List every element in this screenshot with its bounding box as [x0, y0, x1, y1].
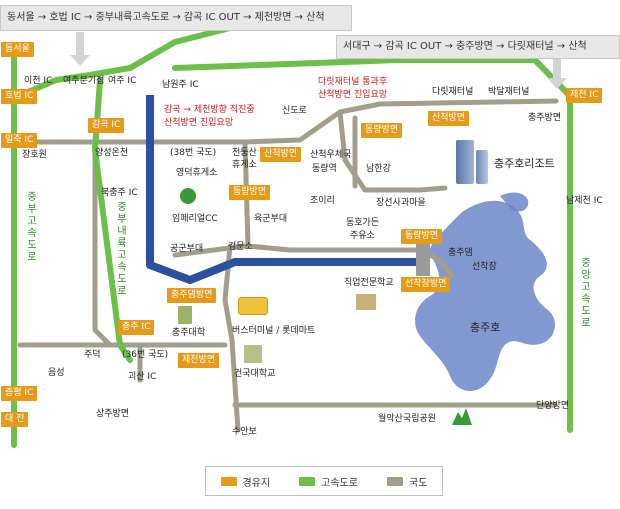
school-building-icon [178, 306, 192, 324]
label-sancheok-post-2: 동량역 [312, 164, 337, 174]
label-jikeop: 직업전문학교 [344, 278, 394, 288]
legend-waypoint-label: 경유지 [242, 477, 271, 489]
label-danyang-dir: 단양방면 [536, 401, 570, 411]
label-yeoju-jc: 여주분기점 [63, 76, 105, 86]
badge-gamgok-ic: 감곡 IC [88, 118, 125, 133]
label-chungjuho: 충주호 [470, 321, 501, 334]
label-bus-terminal: 버스터미널 / 롯데마트 [232, 326, 316, 336]
label-janggeon: 장선사과마을 [376, 198, 426, 208]
label-yeongdeok: 영덕휴게소 [176, 168, 218, 178]
legend-expressway-label: 고속도로 [321, 477, 358, 489]
badge-jecheon-ic: 제천 IC [566, 88, 603, 103]
label-konkuk: 건국대학교 [234, 369, 276, 379]
route-arrow-right [547, 58, 567, 89]
label-imperial-cc: 임페리얼CC [172, 214, 218, 224]
label-route36: (36번 국도) [122, 350, 169, 360]
label-yangseong: 양성온천 [95, 148, 129, 158]
chungju-lake-arm [500, 192, 529, 212]
badge-jeungpyeong-ic: 증평 IC [1, 386, 38, 401]
legend-expressway-swatch [299, 476, 316, 486]
national-roads [15, 98, 559, 433]
university-building-icon [244, 345, 262, 363]
label-eumseong: 음성 [48, 368, 65, 378]
label-chungjudam: 충주댐 [448, 248, 473, 258]
label-dariljae: 다릿재터널 [432, 87, 474, 97]
label-woraksan: 월악산국립공원 [378, 414, 436, 424]
label-chungju-dir: 충주방면 [528, 113, 562, 123]
badge-hobeop-ic: 호법 IC [1, 89, 38, 104]
legend: 경유지 고속도로 국도 [205, 466, 443, 496]
expressways [11, 25, 573, 448]
label-bakdal: 박달재터널 [488, 87, 530, 97]
label-geommun: 검문소 [228, 242, 253, 252]
note-gamgok-2: 산척방면 진입요망 [164, 118, 234, 128]
note-dariljae-1: 다릿재터널 통과후 [318, 77, 388, 87]
label-goesan-ic: 괴산 IC [128, 372, 157, 382]
label-icheon-ic: 이천 IC [24, 76, 53, 86]
label-dongho-1: 동호가든 [346, 218, 380, 228]
label-joiri: 조이리 [310, 196, 335, 206]
label-gonggun: 공군부대 [170, 244, 204, 254]
highlight-route [146, 95, 418, 284]
badge-sancheok-dir-2: 산척방면 [260, 147, 302, 162]
badge-jecheon-dir: 제천방면 [178, 353, 220, 368]
label-namjecheon-ic: 남제천 IC [566, 196, 603, 206]
badge-chungjudam-dir: 충주댐방면 [167, 288, 217, 303]
label-jangho: 장호원 [22, 150, 47, 160]
resort-tower-icon [476, 150, 488, 184]
vocational-school-icon [356, 294, 376, 310]
resort-building-icon [456, 140, 474, 184]
label-jungang-expressway: 중앙고속도로 [581, 258, 591, 329]
note-gamgok-1: 감곡 → 제천방향 직진중 [164, 105, 255, 115]
tree-icon [180, 188, 196, 204]
mountain-icon [452, 408, 472, 425]
label-yeoju-ic: 여주 IC [108, 76, 137, 86]
label-sancheok-post-1: 산척우체국 [310, 150, 352, 160]
label-jungbu-naeryuk-expressway: 중부내륙고속도로 [117, 202, 127, 297]
badge-dongryang-dir-3: 동량방면 [401, 229, 443, 244]
label-cheondeung-2: 휴게소 [232, 160, 257, 170]
badge-dongseoul: 동서울 [1, 42, 34, 57]
label-sangju-dir: 상주방면 [96, 409, 130, 419]
label-yukgun: 육군부대 [254, 214, 288, 224]
note-dariljae-2: 산척방면 진입요망 [318, 90, 388, 100]
label-namhangang: 남한강 [366, 164, 391, 174]
badge-daejeon: 대 전 [1, 412, 29, 427]
legend-expressway: 고속도로 [299, 474, 358, 489]
route-arrow-left [70, 32, 90, 66]
badge-sancheok-dir: 산척방면 [428, 111, 470, 126]
bus-icon [238, 297, 268, 315]
label-dongho-2: 주유소 [350, 231, 375, 241]
label-chungju-univ: 충주대학 [172, 328, 206, 338]
label-bukchungju-ic: 북충주 IC [101, 188, 138, 198]
route-box-daegu: 서대구 → 감곡 IC OUT → 충주방면 → 다릿재터널 → 산척 [336, 35, 620, 59]
badge-dongryang-dir: 동량방면 [361, 123, 403, 138]
route-box-seoul: 동서울 → 호법 IC → 중부내륙고속도로 → 감곡 IC OUT → 제천방… [0, 5, 352, 31]
label-route38: (38번 국도) [170, 148, 217, 158]
label-resort: 충주호리조트 [494, 157, 555, 170]
label-jungbu-expressway: 중부고속도로 [27, 192, 37, 263]
chungju-lake [415, 200, 555, 391]
badge-ilju-ic: 일죽 IC [1, 133, 38, 148]
legend-national-road: 국도 [387, 474, 427, 489]
badge-chungju-ic: 충주 IC [118, 320, 155, 335]
label-namwonju-ic: 남원주 IC [162, 80, 199, 90]
badge-seonchak-dir: 선착장방면 [401, 277, 451, 292]
legend-waypoint-swatch [220, 476, 237, 486]
label-seonchakjang: 선착장 [472, 262, 497, 272]
legend-waypoint: 경유지 [220, 474, 271, 489]
label-judeok: 주덕 [84, 350, 101, 360]
badge-dongryang-dir-2: 동량방면 [229, 185, 271, 200]
label-cheondeung-1: 천둥산 [232, 148, 257, 158]
legend-national-road-swatch [387, 476, 404, 486]
legend-national-road-label: 국도 [409, 477, 428, 489]
label-sindoro: 신도로 [282, 106, 307, 116]
dam-icon [416, 244, 430, 276]
label-suanbo: 수안보 [232, 427, 257, 437]
